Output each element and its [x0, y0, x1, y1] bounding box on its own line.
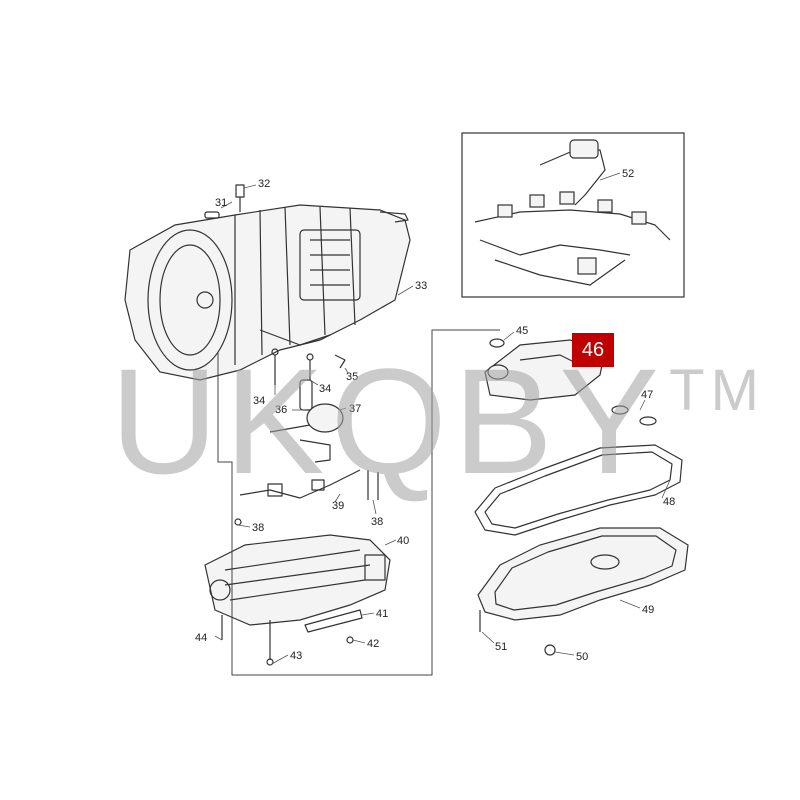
callout-50: 50: [576, 651, 588, 663]
valve-body-40: [204, 534, 391, 626]
clip-35: [334, 354, 346, 369]
callout-44: 44: [195, 632, 207, 644]
drain-plug-50: [544, 644, 556, 656]
solenoid-37: [269, 403, 344, 463]
bolt-43: [266, 620, 274, 666]
callout-47: 47: [641, 389, 653, 401]
callout-32: 32: [258, 178, 270, 190]
callout-52: 52: [622, 168, 634, 180]
wiring-harness-39: [239, 469, 361, 499]
callout-34b: 34: [319, 383, 331, 395]
callout-33: 33: [415, 280, 427, 292]
assembly-boundary: [217, 329, 500, 676]
callout-43: 43: [290, 650, 302, 662]
inset-harness-panel: [461, 132, 685, 298]
callout-labels: 31 32 33 34 34 35 36 37 38 38 39 40 41 4…: [195, 168, 675, 663]
gasket-48: [474, 444, 683, 536]
callout-45: 45: [516, 325, 528, 337]
callout-48: 48: [663, 496, 675, 508]
clips-47: [611, 405, 657, 426]
callout-37: 37: [349, 403, 361, 415]
callout-31: 31: [215, 197, 227, 209]
transmission-housing: [124, 204, 411, 381]
sensors-38: [234, 470, 379, 526]
callout-39: 39: [332, 500, 344, 512]
oil-pan-49: [477, 527, 689, 621]
callout-41: 41: [376, 608, 388, 620]
callout-38a: 38: [252, 522, 264, 534]
callout-34a: 34: [253, 395, 265, 407]
seal-45: [489, 338, 505, 348]
plug-31: [204, 211, 220, 219]
callout-35: 35: [346, 371, 358, 383]
callout-42: 42: [367, 638, 379, 650]
callout-51: 51: [495, 641, 507, 653]
callout-36: 36: [275, 404, 287, 416]
callout-49: 49: [642, 604, 654, 616]
bracket-41: [304, 609, 363, 633]
leader-lines: [214, 172, 671, 666]
callout-40: 40: [397, 535, 409, 547]
sleeve-36: [299, 379, 313, 411]
highlighted-part-badge: 46: [572, 333, 614, 367]
callout-38b: 38: [371, 516, 383, 528]
vent-cap-32: [235, 184, 245, 212]
bolt-42: [346, 636, 354, 644]
bolts-34: [271, 348, 314, 385]
